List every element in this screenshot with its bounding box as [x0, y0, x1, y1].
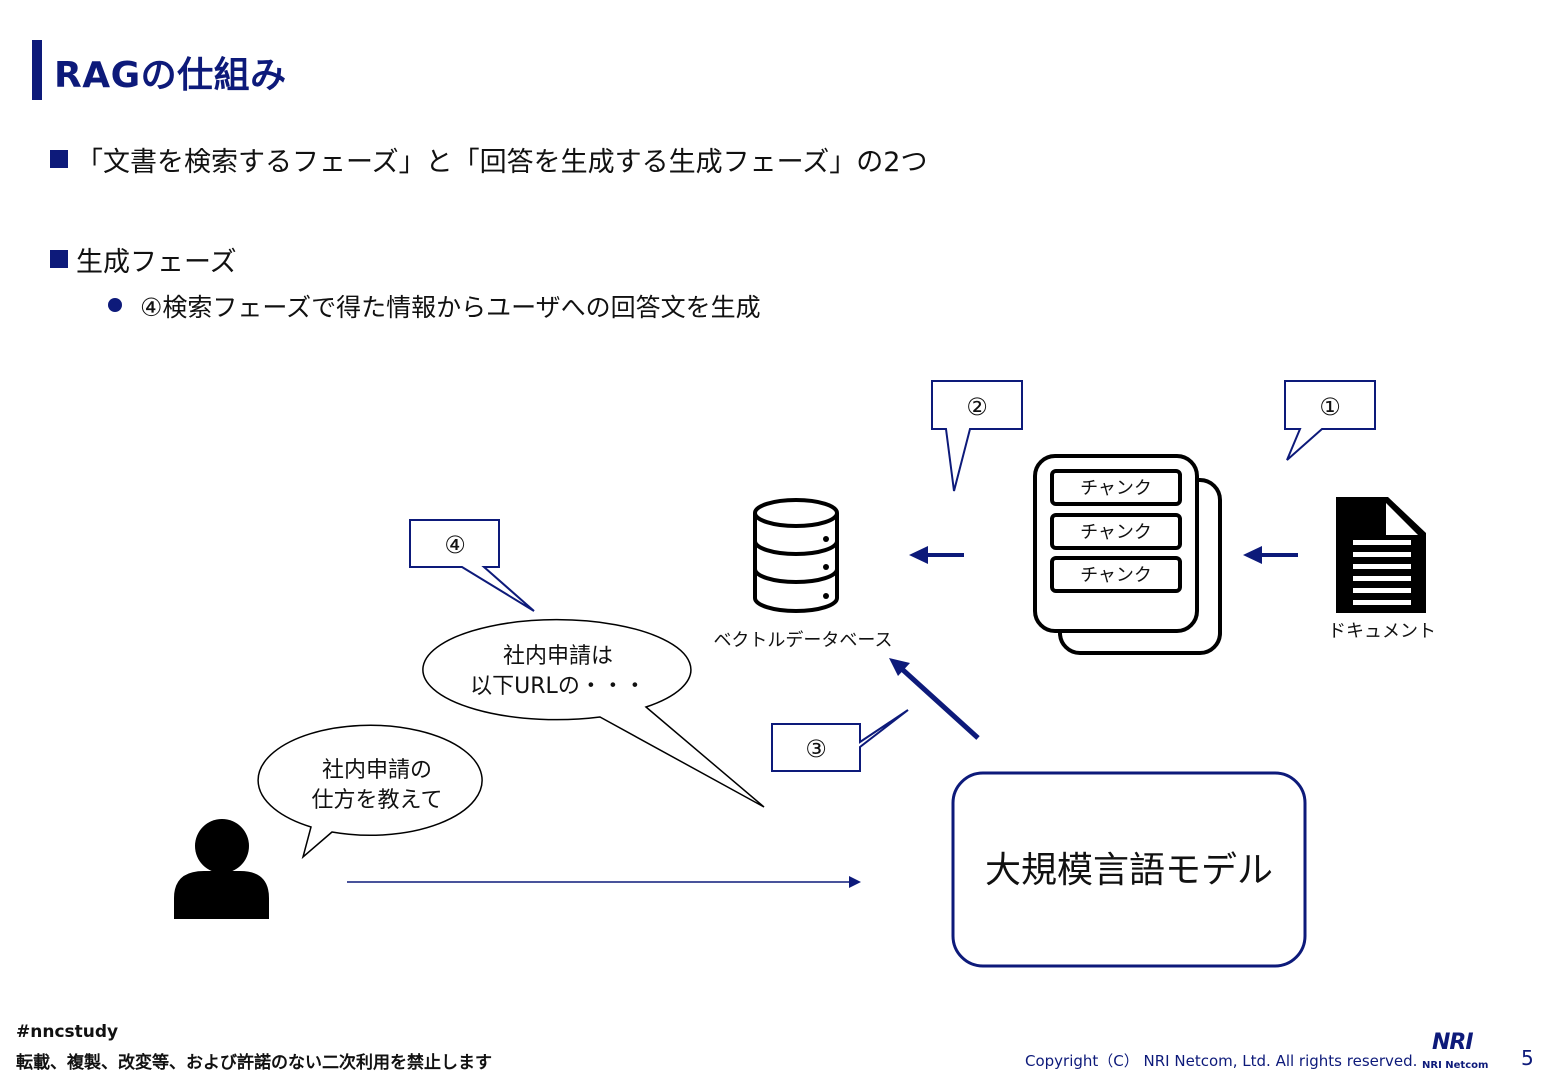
llm-label: 大規模言語モデル: [985, 850, 1273, 891]
chunk-box: [1050, 469, 1182, 506]
footer-usage-note: 転載、複製、改変等、および許諾のない二次利用を禁止します: [16, 1053, 492, 1073]
user-icon: [174, 819, 269, 919]
arrow-chunks-to-db: [909, 546, 964, 564]
subitem-generate-answer: ④検索フェーズで得た情報からユーザへの回答文を生成: [140, 293, 761, 322]
chunk-label: チャンク: [1080, 478, 1152, 499]
bullet-square-icon: [50, 250, 68, 268]
bullet-square-icon: [50, 150, 68, 168]
user-bubble-line2: 仕方を教えて: [312, 788, 443, 813]
page-number: 5: [1521, 1046, 1534, 1070]
chunk-box: [1050, 513, 1182, 550]
answer-bubble-line1: 社内申請は: [503, 644, 613, 669]
database-icon: [753, 498, 839, 613]
title-accent-bar: [32, 40, 42, 100]
callout-1-label: ①: [1319, 393, 1341, 421]
answer-speech-bubble: 社内申請は 以下URLの・・・: [422, 618, 765, 808]
arrow-llm-to-db: [889, 658, 980, 740]
callout-4-label: ④: [444, 531, 466, 559]
callout-2-label: ②: [966, 393, 988, 421]
llm-box: [951, 771, 1307, 968]
user-bubble-line1: 社内申請の: [322, 758, 432, 783]
document-icon: [1336, 497, 1426, 613]
arrow-user-to-llm-head: [849, 876, 861, 888]
bullet-generation-phase: 生成フェーズ: [76, 247, 237, 278]
callout-4: ④: [409, 519, 535, 612]
user-speech-bubble: 社内申請の 仕方を教えて: [257, 724, 483, 860]
slide-title: RAGの仕組み: [54, 55, 287, 96]
bullet-dot-icon: [108, 298, 122, 312]
chunk-label: チャンク: [1080, 565, 1152, 586]
chunk-box: [1050, 556, 1182, 593]
footer-hashtag: #nncstudy: [16, 1022, 119, 1042]
answer-bubble-line2: 以下URLの・・・: [470, 674, 646, 699]
nri-logo: NRI: [1432, 1030, 1474, 1055]
vector-db-label: ベクトルデータベース: [713, 630, 892, 651]
arrow-document-to-chunks: [1243, 546, 1298, 564]
chunk-label: チャンク: [1080, 522, 1152, 543]
chunk-stack-icon: チャンク チャンク チャンク: [1033, 454, 1222, 655]
callout-2: ②: [931, 380, 1023, 492]
callout-3-label: ③: [805, 735, 827, 763]
callout-3: ③: [771, 709, 909, 772]
nri-logo-subtitle: NRI Netcom: [1422, 1060, 1489, 1071]
bullet-phases: 「文書を検索するフェーズ」と「回答を生成する生成フェーズ」の2つ: [76, 147, 928, 178]
copyright-text: Copyright（C） NRI Netcom, Ltd. All rights…: [1025, 1052, 1418, 1070]
callout-1: ①: [1284, 380, 1376, 461]
document-label: ドキュメント: [1328, 621, 1436, 642]
